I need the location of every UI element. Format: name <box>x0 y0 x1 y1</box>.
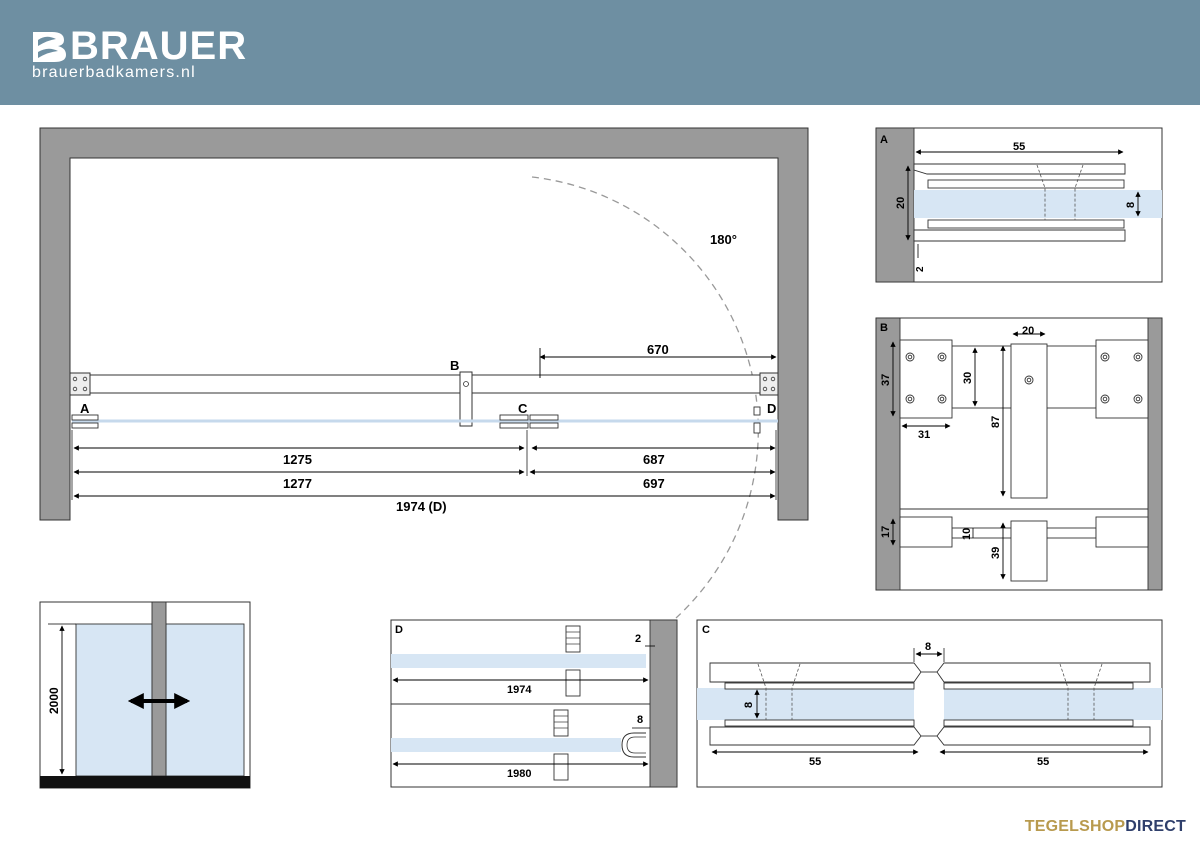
detail-d-label: D <box>395 624 403 636</box>
detail-d-dim-1980: 1980 <box>507 768 531 780</box>
detail-b-dim-30: 30 <box>962 372 974 384</box>
label-d: D <box>767 401 776 416</box>
label-a: A <box>80 401 90 416</box>
main-plan-view: 180° B A C D 670 1275 687 1277 697 1974 … <box>39 127 809 619</box>
dim-2000: 2000 <box>47 687 61 714</box>
detail-b-dim-10: 10 <box>961 528 973 540</box>
detail-c-label: C <box>702 624 710 636</box>
detail-b-dim-17: 17 <box>880 526 892 538</box>
dim-1275: 1275 <box>283 452 312 467</box>
dim-1974-d: 1974 (D) <box>396 499 447 514</box>
detail-c-dim-55-left: 55 <box>809 756 821 768</box>
center-post <box>151 601 167 777</box>
rail-bracket-right <box>759 372 779 396</box>
swing-arc <box>531 176 759 619</box>
detail-a-dim-2: 2 <box>915 266 926 272</box>
detail-c: C 8 8 55 55 <box>696 619 1163 788</box>
brand-url: brauerbadkamers.nl <box>32 64 196 81</box>
detail-b-dim-87: 87 <box>990 416 1002 428</box>
dim-687: 687 <box>643 452 665 467</box>
detail-b-dim-39: 39 <box>990 547 1002 559</box>
detail-a-glass <box>914 190 1162 218</box>
brand-name: BRAUER <box>70 24 248 68</box>
label-c: C <box>518 401 528 416</box>
angle-label: 180° <box>710 232 737 247</box>
tegelshopdirect-logo: TEGELSHOPDIRECT <box>1025 818 1186 836</box>
detail-d-dim-8: 8 <box>637 714 643 726</box>
detail-d-dim-1974: 1974 <box>507 684 532 696</box>
floor <box>40 776 250 788</box>
detail-a-dim-20: 20 <box>895 197 907 209</box>
label-b: B <box>450 358 459 373</box>
detail-b-label: B <box>880 322 888 334</box>
footer-logo-part-2: DIRECT <box>1125 818 1186 835</box>
detail-d: D 2 1974 8 1980 <box>390 619 678 788</box>
brauer-logo-icon <box>33 32 66 62</box>
detail-a-dim-55: 55 <box>1013 141 1025 153</box>
detail-b: B 20 37 30 87 31 17 10 39 <box>875 317 1163 591</box>
detail-c-dim-8-top: 8 <box>925 641 931 653</box>
detail-a-dim-8: 8 <box>1125 202 1137 208</box>
rail-bracket-left <box>69 372 91 396</box>
wall-outline <box>39 127 809 521</box>
connector-b <box>459 371 473 427</box>
footer-logo-part-1: TEGELSHOP <box>1024 818 1126 835</box>
detail-b-dim-37: 37 <box>880 374 892 386</box>
top-rail <box>69 374 779 394</box>
detail-a-label: A <box>880 134 888 146</box>
header-bar <box>0 0 1200 105</box>
elevation-view: 2000 <box>39 601 251 789</box>
detail-b-dim-31: 31 <box>918 429 930 441</box>
detail-d-dim-2: 2 <box>635 633 641 645</box>
detail-a: A 55 20 8 2 <box>875 127 1163 283</box>
detail-b-dim-20: 20 <box>1022 325 1034 337</box>
dim-670: 670 <box>647 342 669 357</box>
detail-c-dim-55-right: 55 <box>1037 756 1049 768</box>
dim-697: 697 <box>643 476 665 491</box>
dim-1277: 1277 <box>283 476 312 491</box>
detail-c-dim-8-side: 8 <box>743 702 755 708</box>
